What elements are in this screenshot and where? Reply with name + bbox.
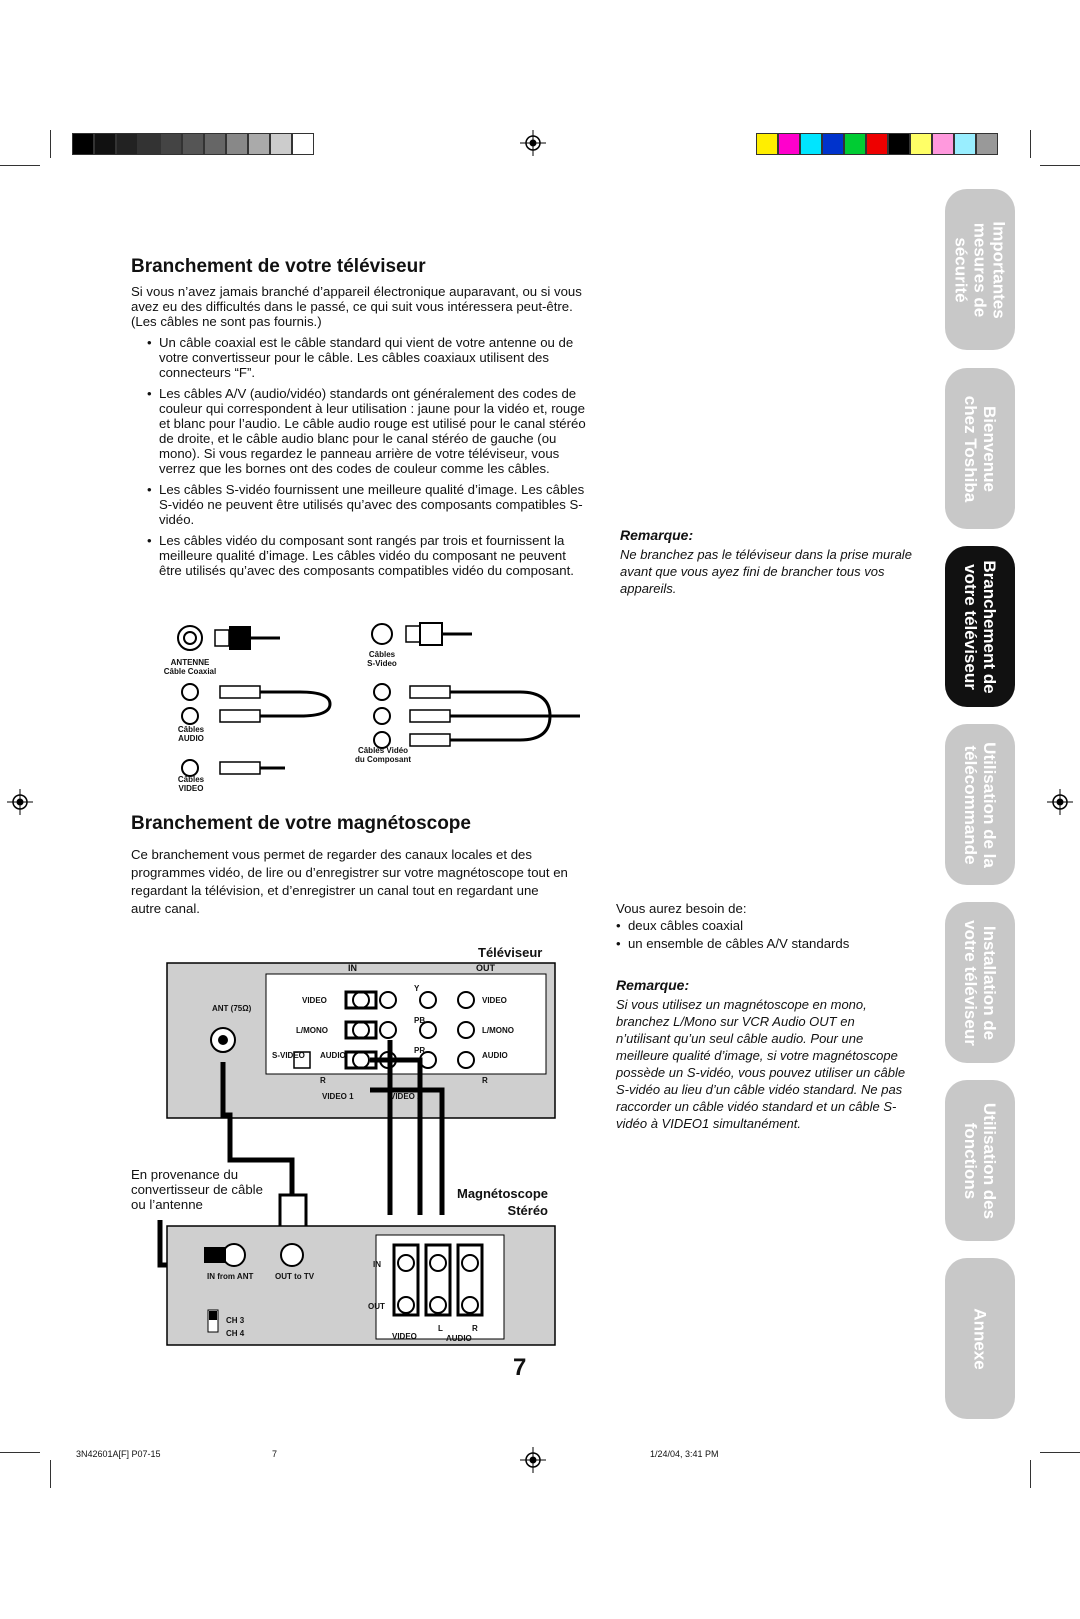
remark-heading: Remarque: [616,977,690,993]
video2-label: VIDEO 2 [390,1092,422,1101]
video1-label: VIDEO 1 [322,1092,354,1101]
cables-diagram [177,622,580,777]
video-label-2: VIDEO [178,784,204,793]
svideo-label-1: Câbles [368,650,396,659]
list-item: Les câbles A/V (audio/vidéo) standards o… [131,386,587,476]
section-title: Branchement de votre téléviseur [131,256,426,277]
video-label: VIDEO [302,996,327,1005]
list-item: Un câble coaxial est le câble standard q… [131,335,587,380]
tv-panel [166,962,556,1119]
crop-mark [50,130,51,158]
list-item: Les câbles S-vidéo fournissent une meill… [131,482,587,527]
list-item: Les câbles vidéo du composant sont rangé… [131,533,587,578]
r-label: R [320,1076,326,1085]
crop-mark [0,1452,40,1453]
crop-mark [1040,1452,1080,1453]
vcr-video-label: VIDEO [392,1332,417,1341]
footer-code: 3N42601A[F] P07-15 [76,1449,161,1459]
vcr-audio-label: AUDIO [446,1334,472,1343]
component-label-1: Câbles Vidéo [357,746,409,755]
vcr-r-label: R [472,1324,478,1333]
registration-mark-icon [520,130,546,156]
out-to-tv-label: OUT to TV [275,1272,315,1281]
crop-mark [0,165,40,166]
needs-list: • deux câbles coaxial • un ensemble de c… [616,918,849,951]
crop-mark [50,1460,51,1488]
vcr-l-label: L [438,1324,443,1333]
vcr-in-label: IN [373,1260,381,1269]
out-lmono-label: L/MONO [482,1026,514,1035]
bullet-list: Un câble coaxial est le câble standard q… [131,335,587,584]
out-video-label: VIDEO [482,996,507,1005]
in-from-ant-label: IN from ANT [207,1272,254,1281]
svideo-label-2: S-Video [367,659,397,668]
pr-label: PR [414,1046,426,1055]
page-number: 7 [513,1354,527,1381]
antenne-label: ANTENNE [170,658,210,667]
out-audio-label: AUDIO [482,1051,508,1060]
y-label: Y [414,984,420,993]
audio-label-1: Câbles [177,725,205,734]
tab-branchement[interactable]: Branchement de votre téléviseur [945,546,1015,707]
tab-fonctions[interactable]: Utilisation des fonctions [945,1080,1015,1241]
vcr-panel [166,1225,556,1346]
needs-heading: Vous aurez besoin de: [616,901,747,916]
remark-text: Si vous utilisez un magnétoscope en mono… [616,997,906,1131]
tv-out-label: OUT [476,963,495,973]
tab-bienvenue[interactable]: Bienvenue chez Toshiba [945,368,1015,529]
out-r-label: R [482,1076,488,1085]
crop-mark [1030,1460,1031,1488]
crop-mark [1030,130,1031,158]
video-label-1: Câbles [177,775,205,784]
pb-label: PB [414,1016,426,1025]
connection-cables [157,1040,445,1268]
component-label-2: du Composant [355,755,411,764]
section-intro: Ce branchement vous permet de regarder d… [131,847,568,916]
registration-mark-icon [1047,789,1073,815]
ch4-label: CH 4 [226,1329,245,1338]
footer-date: 1/24/04, 3:41 PM [650,1449,719,1459]
footer-page: 7 [272,1449,278,1459]
remark-heading: Remarque: [620,527,694,543]
lmono-label: L/MONO [296,1026,328,1035]
tab-installation[interactable]: Installation de votre téléviseur [945,902,1015,1063]
svideo-label: S-VIDEO [272,1051,305,1060]
tv-in-label: IN [348,963,357,973]
audio-label: AUDIO [320,1051,346,1060]
vcr-label-1: Magnétoscope [456,1186,548,1201]
ant-label: ANT (75Ω) [212,1004,252,1013]
registration-mark-icon [7,789,33,815]
source-text: En provenance du convertisseur de câble … [131,1167,263,1212]
tv-label: Téléviseur [478,945,543,960]
tab-telecommande[interactable]: Utilisation de la télécommande [945,724,1015,885]
list-item: • deux câbles coaxial [616,918,744,933]
tab-importantes[interactable]: Importantes mesures de sécurité [945,189,1015,350]
vcr-out-label: OUT [368,1302,385,1311]
section-title: Branchement de votre magnétoscope [131,813,471,834]
audio-label-2: AUDIO [178,734,204,743]
ch3-label: CH 3 [226,1316,245,1325]
tab-annexe[interactable]: Annexe [945,1258,1015,1419]
section-intro: Si vous n’avez jamais branché d’appareil… [131,284,582,329]
vcr-label-2: Stéréo [507,1203,548,1218]
registration-mark-icon [520,1447,546,1473]
list-item: • un ensemble de câbles A/V standards [616,936,850,951]
remark-text: Ne branchez pas le téléviseur dans la pr… [620,547,912,596]
crop-mark [1040,165,1080,166]
cable-coaxial-label: Câble Coaxial [163,667,217,676]
